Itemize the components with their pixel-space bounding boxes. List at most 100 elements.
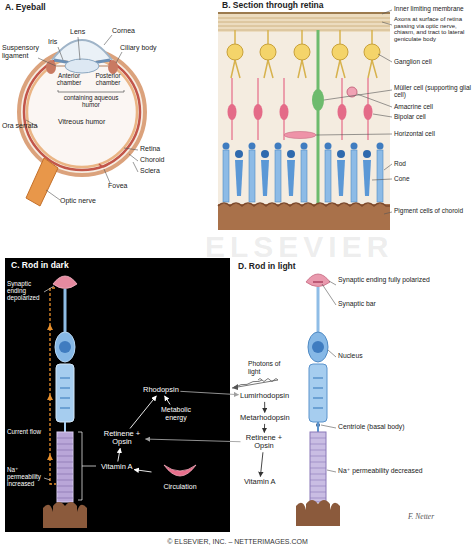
- part-label: Na⁺ permeability decreased: [338, 467, 448, 475]
- bipolar-cell: [280, 104, 289, 120]
- inner-limiting-membrane: [218, 12, 390, 14]
- vessel-shape: [164, 465, 196, 476]
- part-label: Synaptic ending fully polarized: [338, 276, 458, 284]
- inner-segment: [309, 364, 327, 422]
- node-text: Metarhodopsin: [240, 414, 290, 422]
- rod-cell: [351, 150, 357, 202]
- part-label: Amacrine cell: [394, 103, 433, 110]
- node-text: Vitamin A: [244, 478, 276, 486]
- axon-fibres: [218, 18, 390, 30]
- eyeball-illustration: [19, 35, 145, 206]
- leader-line: [316, 10, 392, 214]
- ganglion-cell: [260, 44, 276, 60]
- bipolar-cell: [254, 104, 263, 120]
- pigment-cells: [43, 502, 87, 528]
- panel-title: A. Eyeball: [5, 3, 46, 13]
- part-label: Current flow: [7, 428, 45, 435]
- node-text: Rhodopsin: [143, 386, 179, 394]
- rod-cell: [275, 150, 281, 202]
- cornea: [52, 40, 112, 60]
- part-label: Müller cell (supporting glial cell): [394, 84, 474, 99]
- sclera: [19, 49, 145, 175]
- leader-line: [44, 286, 54, 480]
- part-label: Centriole (basal body): [338, 423, 448, 431]
- part-label: Synaptic ending depolarized: [7, 280, 45, 301]
- ganglion-cell: [294, 44, 310, 60]
- reaction-arrow: [134, 470, 151, 472]
- rod-axon: [64, 289, 67, 332]
- part-label: Choroid: [140, 156, 165, 164]
- synaptic-ending: [306, 274, 330, 287]
- lens: [65, 59, 99, 73]
- node-text: Metabolic energy: [155, 406, 197, 422]
- part-label: Rod: [394, 160, 406, 167]
- rod-nucleus: [275, 143, 282, 150]
- cone-nucleus: [287, 150, 295, 158]
- current-arrowhead: [47, 324, 53, 460]
- muller-cell: [317, 30, 320, 205]
- muller-cell: [312, 89, 324, 111]
- leader-line: [321, 281, 336, 472]
- part-label: Optic nerve: [60, 197, 96, 205]
- outer-segment-discs: [310, 438, 326, 498]
- rod-cell: [301, 150, 307, 202]
- part-label: Ciliary body: [120, 44, 157, 52]
- part-label: Cone: [394, 175, 410, 182]
- part-label: Na⁺ permeability increased: [7, 466, 47, 487]
- molecule-term: Retinene + Opsin: [242, 434, 286, 451]
- rod-nucleus: [325, 143, 332, 150]
- part-label: Ganglion cell: [394, 58, 432, 65]
- ganglion-processes: [231, 30, 377, 78]
- copyright-note: © ELSEVIER, INC. – NETTERIMAGES.COM: [0, 538, 475, 546]
- rod-nucleus: [377, 143, 384, 150]
- synaptic-ending: [53, 276, 77, 289]
- part-label: containing aqueous humor: [56, 94, 126, 108]
- part-label: Vitreous humor: [58, 118, 105, 126]
- rod-in-light: [232, 274, 340, 526]
- part-label: Ora serrata: [2, 122, 37, 130]
- bipolar-cell: [364, 104, 373, 120]
- retina-section: [218, 10, 392, 230]
- part-label: Photons of light: [248, 360, 288, 375]
- watermark: ELSEVIER: [205, 230, 393, 264]
- rod-nucleus: [312, 341, 324, 353]
- part-label: Horizontal cell: [394, 130, 435, 137]
- mitochondria: [313, 378, 323, 408]
- ganglion-cell: [332, 44, 348, 60]
- part-label: Cornea: [112, 27, 135, 35]
- bipolar-cell: [228, 104, 237, 120]
- node-text: Retinene + Opsin: [100, 430, 144, 447]
- bipolar-cell: [338, 104, 347, 120]
- node-text: Lumirhodopsin: [240, 392, 289, 400]
- choroid: [24, 54, 140, 170]
- part-label: Posterior chamber: [88, 72, 128, 86]
- molecule-term: Retinene + Opsin: [100, 430, 144, 447]
- part-label: Suspensory ligament: [2, 44, 42, 60]
- part-label: Nucleus: [338, 352, 363, 360]
- rod-nucleus: [351, 143, 358, 150]
- dendrite: [231, 30, 377, 78]
- leader-line: [26, 35, 138, 200]
- cilium: [317, 422, 319, 432]
- panel-title: C. Rod in dark: [11, 261, 224, 271]
- horizontal-cell: [284, 132, 316, 139]
- part-label: Retina: [140, 145, 160, 153]
- molecule-term: Vitamin A: [244, 478, 276, 486]
- cone-nucleus: [235, 150, 243, 158]
- fovea: [99, 163, 109, 167]
- part-label: Bipolar cell: [394, 113, 426, 120]
- pigment-layer: [218, 204, 390, 230]
- rod-nucleus: [249, 143, 256, 150]
- part-label: Pigment cells of choroid: [394, 207, 474, 214]
- suspensory-ligament: [56, 66, 108, 67]
- node-text: Circulation: [153, 483, 207, 491]
- reaction-arrow: [118, 448, 120, 461]
- reaction-arrow: [264, 402, 265, 413]
- rod-nucleus: [59, 341, 71, 353]
- molecule-term: Rhodopsin: [143, 386, 179, 394]
- axon-layer: [218, 14, 390, 32]
- cone-nucleus: [261, 150, 269, 158]
- optic-nerve: [26, 158, 58, 206]
- cone-cell: [363, 160, 371, 196]
